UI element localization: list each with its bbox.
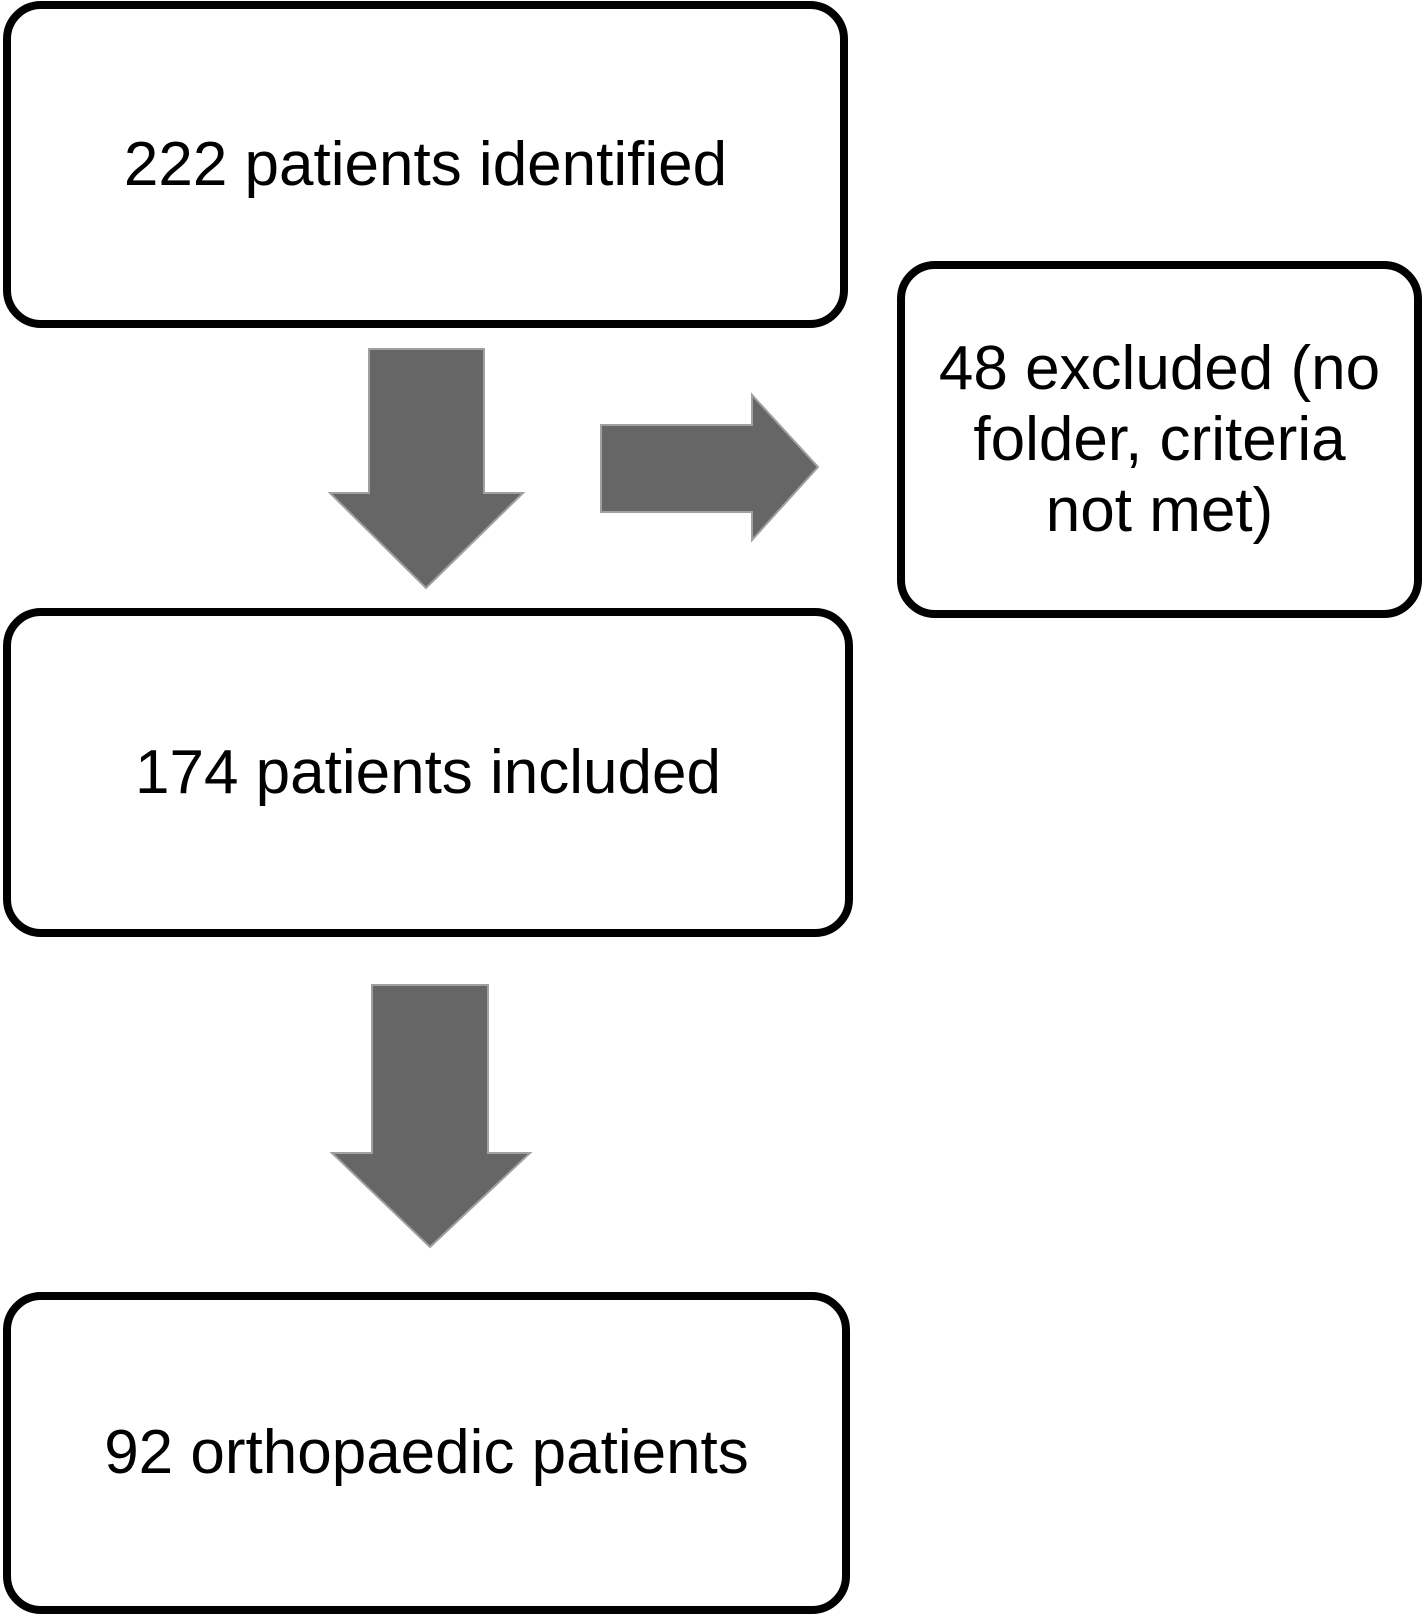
flow-box-label: 92 orthopaedic patients	[104, 1418, 749, 1488]
flow-box-orthopaedic-patients: 92 orthopaedic patients	[3, 1292, 850, 1614]
flow-box-label: 222 patients identified	[123, 129, 728, 199]
arrow-right-identified-to-excluded-icon	[600, 392, 820, 543]
flow-box-patients-excluded: 48 excluded (no folder, criteria not met…	[897, 261, 1422, 618]
arrow-down-included-to-orthopaedic-icon	[329, 984, 533, 1249]
arrow-down-identified-to-included-icon	[327, 348, 526, 590]
flow-box-label: 48 excluded (no folder, criteria not met…	[938, 333, 1381, 546]
flow-box-patients-identified: 222 patients identified	[3, 1, 848, 328]
flow-box-patients-included: 174 patients included	[3, 608, 853, 937]
flow-box-label: 174 patients included	[134, 737, 721, 807]
